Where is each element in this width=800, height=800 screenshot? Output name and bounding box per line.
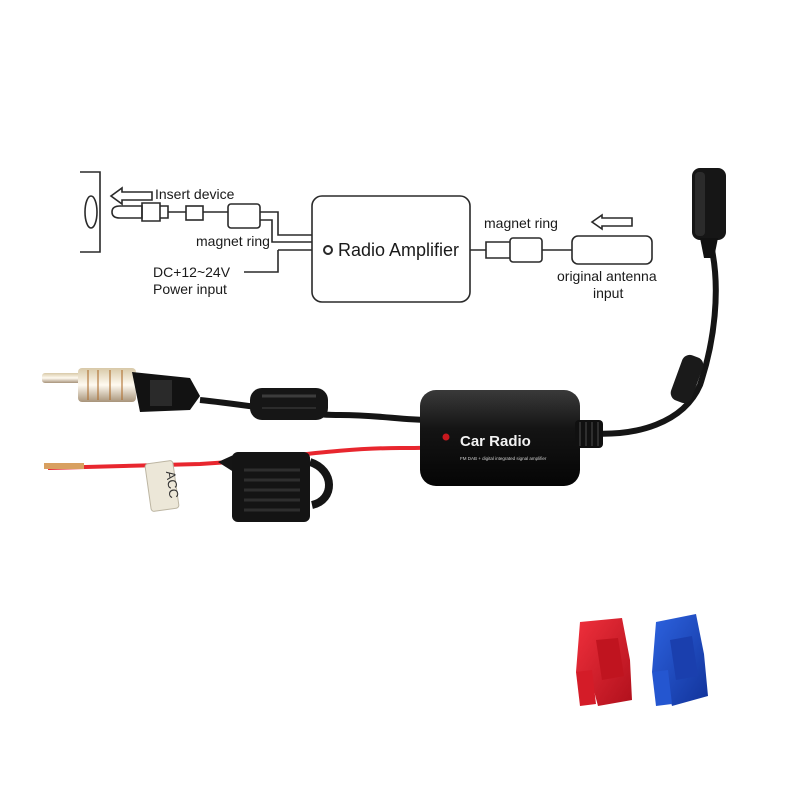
power-label-line1: DC+12~24V [153,264,231,280]
radio-socket [80,171,101,253]
wiring-diagram [80,171,653,303]
insert-device-label: Insert device [155,186,235,202]
car-radio-label: Car Radio [460,433,531,450]
acc-tag: ACC [144,460,182,512]
car-radio-box: Car Radio FM DAB + digital integrated si… [420,390,603,486]
magnet-ring-left-label: magnet ring [196,233,270,249]
red-splice-connector [576,618,632,706]
magnet-ring-right [509,237,543,263]
arrow-left-icon [590,213,633,231]
magnet-ring-left [227,203,261,229]
diagram-labels: Insert device magnet ring DC+12~24V Powe… [153,186,657,301]
blue-splice-connector [652,614,708,706]
coax-cable [199,397,431,423]
ferrite-bead-right [670,354,704,404]
red-wire-stripped-tip [44,463,84,469]
car-radio-sublabel: FM DAB + digital integrated signal ampli… [460,456,547,461]
power-led [442,433,450,441]
antenna-label-line1: original antenna [557,268,657,284]
antenna-female-connector [692,168,726,258]
amplifier-label: Radio Amplifier [338,240,459,260]
antenna-input-plug [571,235,653,265]
antenna-label-line2: input [593,285,623,301]
antenna-plug [111,202,228,222]
magnet-ring-right-label: magnet ring [484,215,558,231]
antenna-male-plug [42,368,200,412]
acc-tag-label: ACC [163,470,182,499]
ferrite-bead-left [250,388,328,420]
arrow-left-icon [109,186,153,206]
amplifier-box [311,195,471,303]
antenna-cable [572,247,719,437]
fuse-holder [218,452,333,522]
amplifier-led [323,245,333,255]
power-label-line2: Power input [153,281,227,297]
socket-hole [84,195,98,229]
